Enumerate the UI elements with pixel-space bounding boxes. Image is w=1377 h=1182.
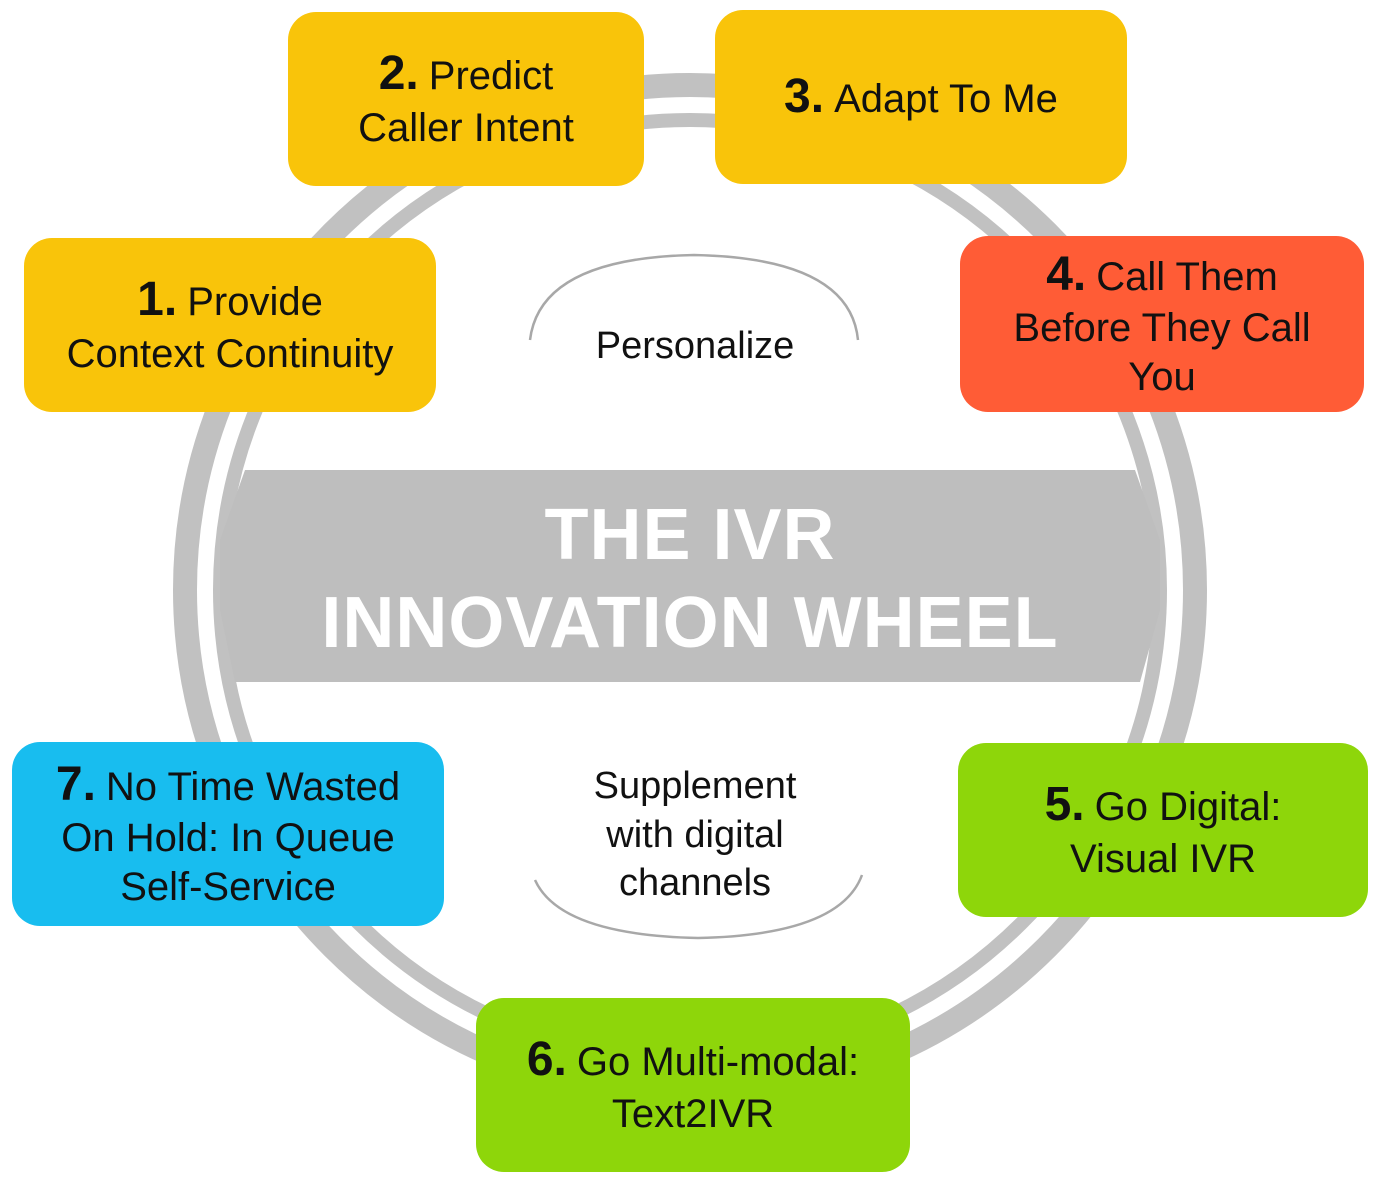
step-7-line1: No Time Wasted [105, 764, 401, 809]
personalize-arc [528, 253, 860, 341]
step-1-line1: Provide [187, 280, 323, 325]
step-7-line2: On Hold: In Queue [61, 816, 395, 861]
step-5-line2: Visual IVR [1069, 836, 1256, 881]
step-1-line2: Context Continuity [66, 331, 394, 376]
step-6-line2: Text2IVR [611, 1091, 775, 1136]
step-1-number: 1. [137, 273, 178, 327]
step-2-number: 2. [378, 47, 419, 101]
step-2-line1: Predict [428, 54, 554, 99]
step-4-box: 4.Call Them Before They Call You [960, 236, 1364, 412]
wheel-title-line2: INNOVATION WHEEL [321, 583, 1059, 663]
step-7-number: 7. [55, 757, 96, 811]
wheel-title-line1: THE IVR [544, 495, 836, 575]
supplement-label: Supplement with digital channels [545, 762, 845, 908]
step-4-line2: Before They Call [1013, 306, 1311, 351]
step-6-number: 6. [526, 1033, 567, 1087]
step-3-box: 3.Adapt To Me [715, 10, 1127, 184]
step-2-line2: Caller Intent [358, 105, 574, 150]
step-4-line3: You [1128, 355, 1196, 400]
personalize-label: Personalize [595, 325, 795, 367]
supplement-line-1: Supplement [593, 765, 797, 807]
step-6-box: 6.Go Multi-modal: Text2IVR [476, 998, 910, 1172]
step-5-box: 5.Go Digital: Visual IVR [958, 743, 1368, 917]
step-5-number: 5. [1044, 778, 1085, 832]
step-2-box: 2.Predict Caller Intent [288, 12, 644, 186]
step-4-line1: Call Them [1096, 254, 1278, 299]
step-1-box: 1.Provide Context Continuity [24, 238, 436, 412]
title-band [220, 470, 1160, 682]
step-5-line1: Go Digital: [1094, 785, 1282, 830]
step-3-number: 3. [784, 69, 825, 123]
supplement-arc [533, 874, 864, 940]
step-6-line1: Go Multi-modal: [576, 1040, 860, 1085]
step-4-number: 4. [1046, 247, 1087, 301]
step-7-line3: Self-Service [120, 865, 336, 910]
supplement-line-2: with digital [606, 813, 784, 856]
step-7-box: 7.No Time Wasted On Hold: In Queue Self-… [12, 742, 444, 926]
supplement-line-3: channels [618, 862, 772, 905]
step-3-line1: Adapt To Me [834, 76, 1058, 121]
